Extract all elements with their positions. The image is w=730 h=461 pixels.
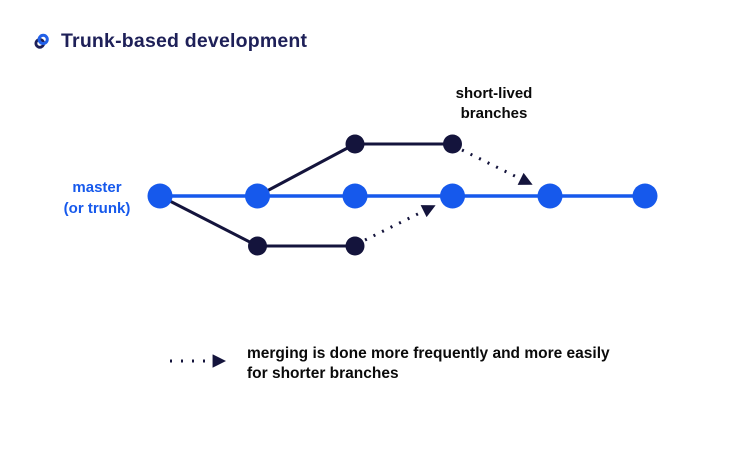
master-commit-node [342,183,368,209]
legend-text: merging is done more frequently and more… [247,344,667,384]
master-commit-node [245,183,270,209]
branch-commit-node [345,134,365,154]
page-title: Trunk-based development [61,30,308,52]
merge-arrow-bottom [364,205,436,242]
master-label-line2: (or trunk) [63,200,131,217]
branch-commit-node [248,236,267,256]
master-branch-label: master (or trunk) [48,177,146,219]
master-label-line1: master [72,179,122,196]
merge-arrow-top [461,148,533,185]
branch-off-line-bottom [159,194,259,248]
branch-off-line-top [256,142,356,198]
legend-text-line2: for shorter branches [247,365,399,382]
branch-commit-node [443,134,462,154]
master-commit-node [537,183,563,209]
branch-commit-nodes [248,134,462,256]
master-commit-node [147,183,173,209]
master-commit-nodes [147,183,658,209]
title-row: Trunk-based development [33,30,307,53]
branch-commit-node [345,236,365,256]
short-lived-label-line2: branches [460,105,528,122]
master-commit-node [632,183,658,209]
legend-text-line1: merging is done more frequently and more… [247,345,610,362]
ring-bullet-icon [34,33,49,49]
master-commit-node [440,183,465,209]
short-lived-branches-label: short-lived branches [435,84,553,124]
branch-lines [159,142,453,248]
short-lived-label-line1: short-lived [455,85,533,102]
